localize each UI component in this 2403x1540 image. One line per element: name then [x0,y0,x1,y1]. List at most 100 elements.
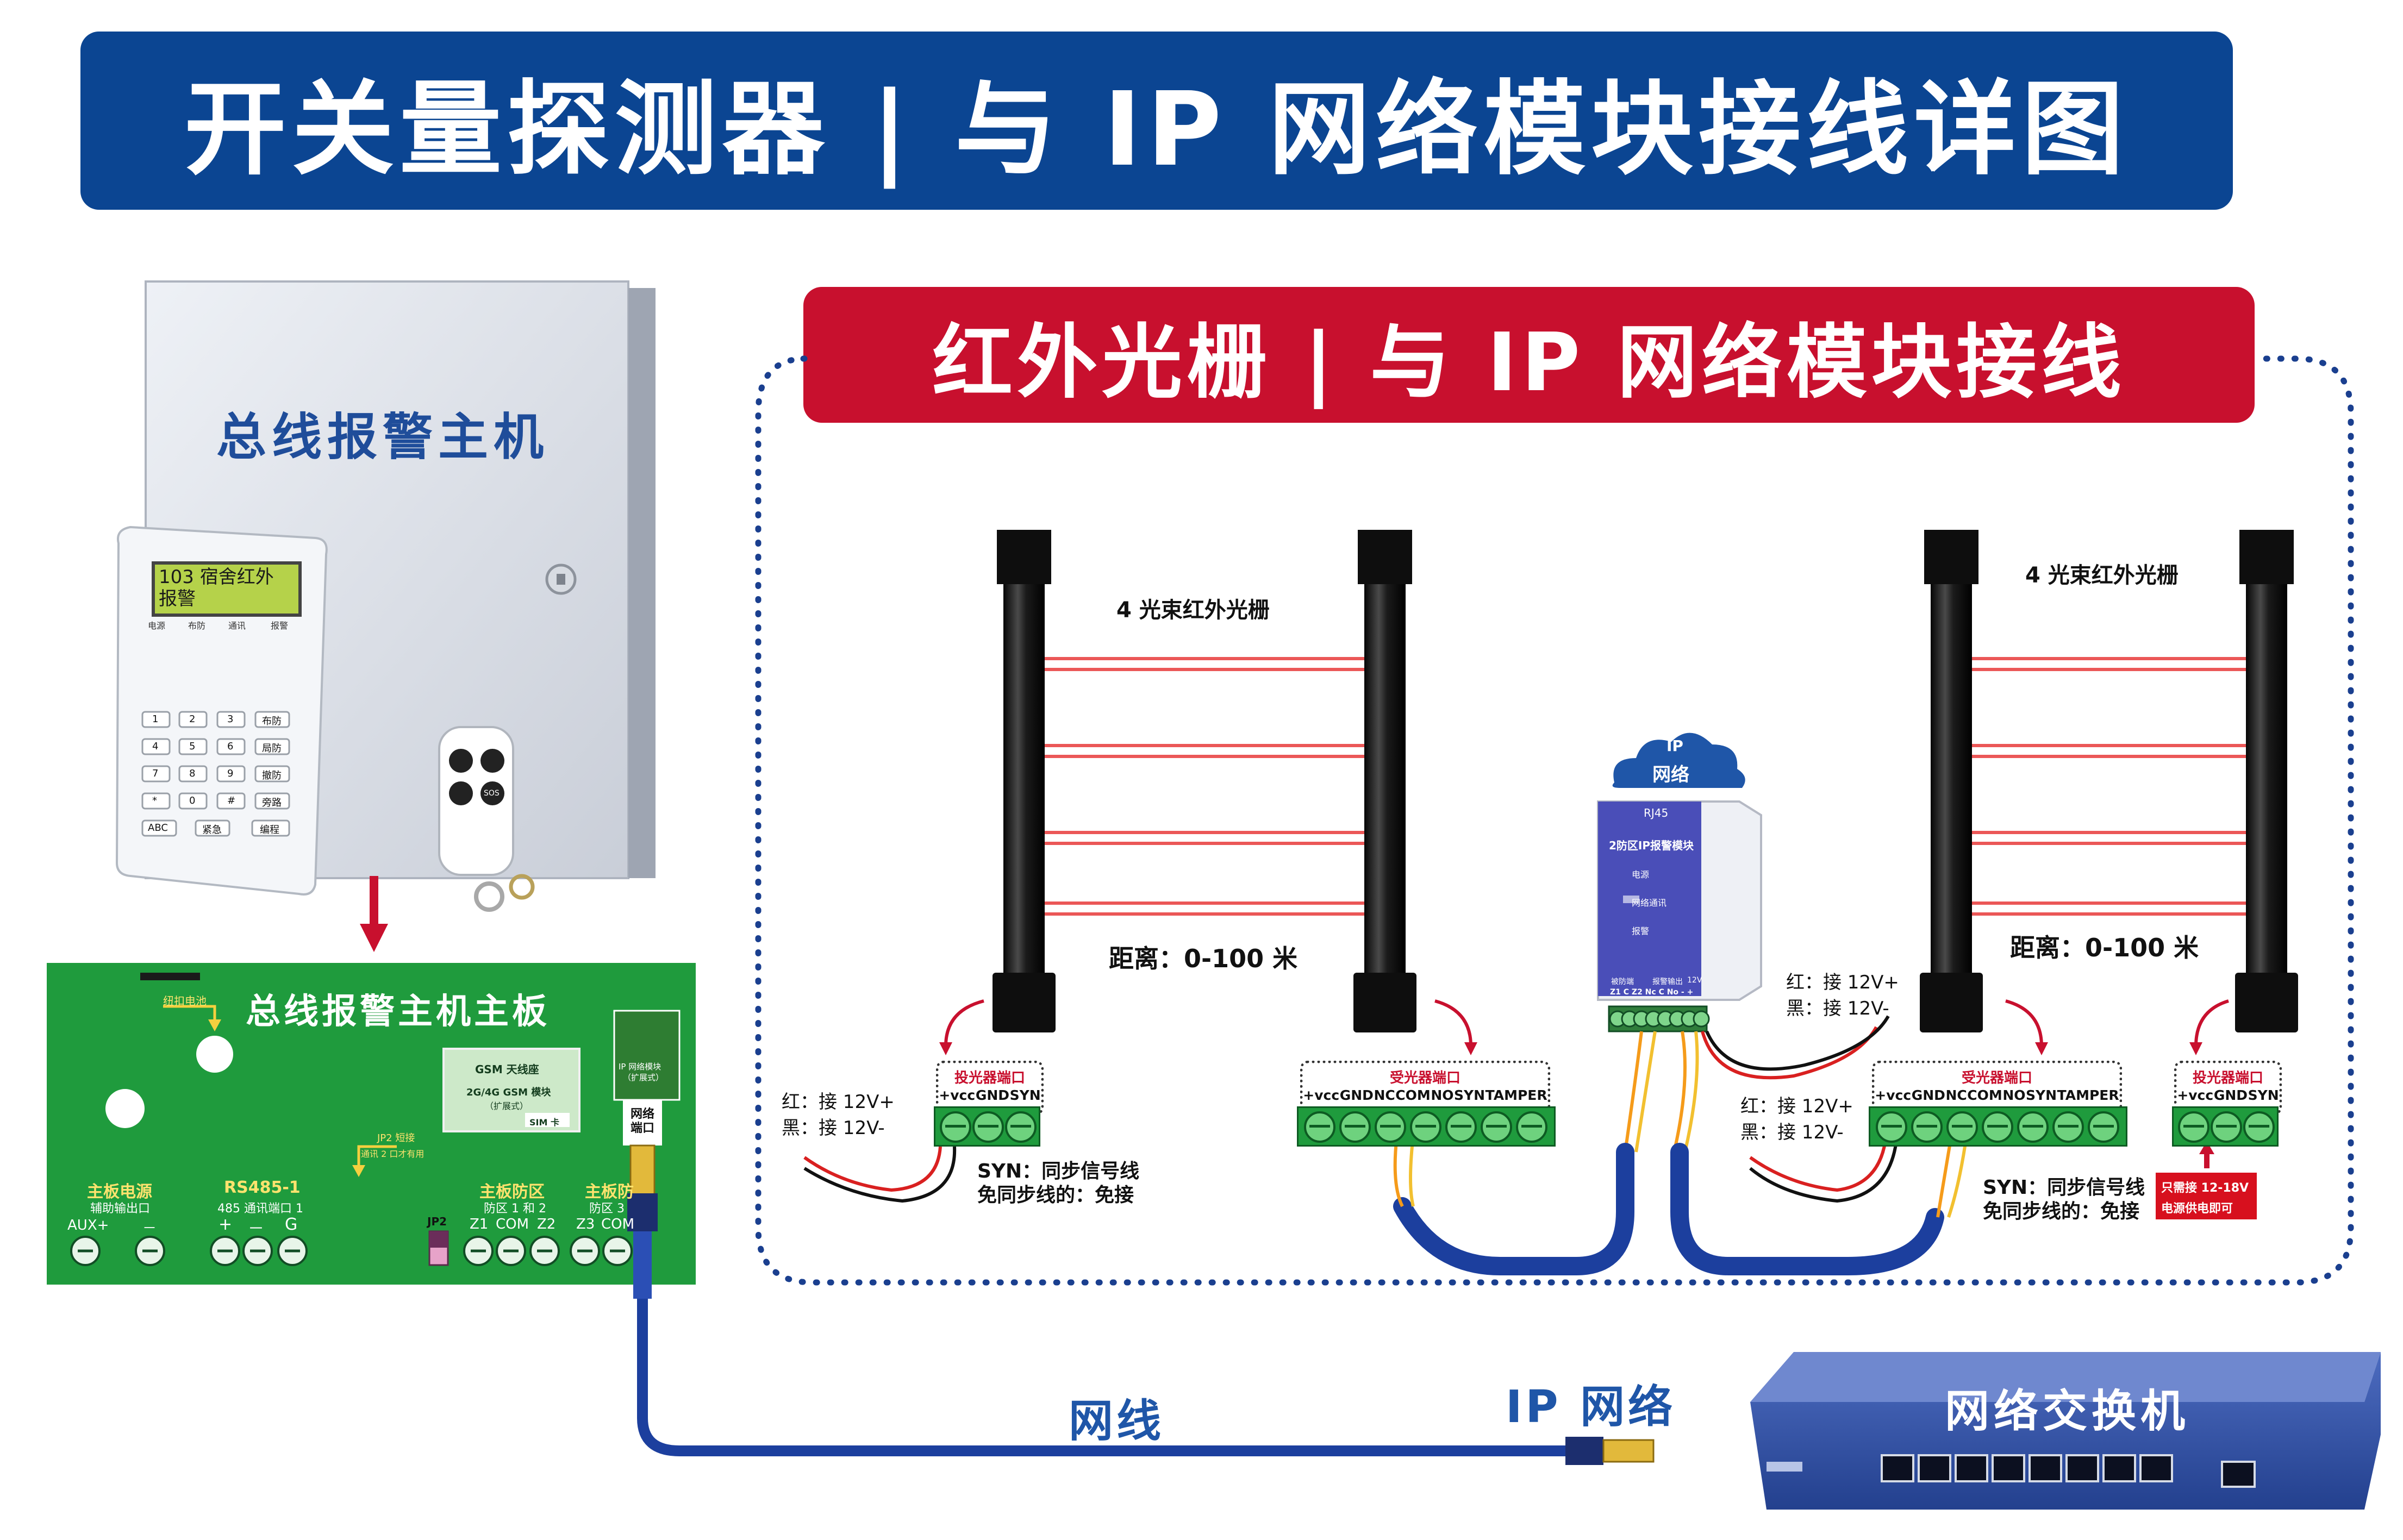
keypad-indicator-alarm: 报警 [271,621,289,631]
switch-label: 网络交换机 [1945,1386,2190,1437]
keypad-keys [141,711,290,837]
zone-sub: 防区 1 和 2 [484,1202,546,1216]
right-rx-terminal-title: 受光器端口 [1961,1070,2032,1086]
terminal-screw[interactable] [2178,1111,2209,1143]
left-tx-terminal: 投光器端口 +vcc GND SYN [936,1061,1044,1115]
remote-sos-key[interactable]: SOS [484,789,500,798]
zone-z1-label: Z1 [470,1216,489,1232]
terminal-label-syn: SYN [1454,1087,1486,1103]
note-black-right: 黑：接 12V- [1740,1122,1844,1143]
zone-com-label: COM [496,1216,529,1232]
ip-module-title: 2防区IP报警模块 [1609,839,1694,852]
rs485-sub: 485 通讯端口 1 [217,1202,303,1216]
key-5[interactable]: 5 [189,741,196,752]
zone2-z3-label: Z3 [576,1216,595,1232]
terminal-screw[interactable] [1876,1111,1907,1143]
jp2-note: JP2 短接 [377,1132,415,1144]
right-rx-terminal-labels: +vcc GND NC COM NO SYN TAMPER [1875,1087,2119,1103]
terminal-screw[interactable] [972,1111,1004,1143]
terminal-label-com: COM [1395,1087,1431,1103]
terminal-screw[interactable] [2052,1111,2084,1143]
right-tx-terminal-title: 投光器端口 [2192,1070,2263,1086]
mainboard [47,963,696,1285]
battery-label: 纽扣电池 [163,994,207,1007]
note-syn-right-1: SYN：同步信号线 [1983,1176,2145,1199]
key-hash[interactable]: # [227,795,236,806]
key-8[interactable]: 8 [189,768,196,779]
terminal-screw[interactable] [2243,1111,2275,1143]
key-9[interactable]: 9 [227,768,234,779]
terminal-screw[interactable] [1911,1111,1943,1143]
key-program[interactable]: 编程 [260,824,279,836]
key-stay[interactable]: 局防 [262,743,282,754]
rj45-plug-bottom [1602,1439,1655,1463]
terminal-label-tamper: TAMPER [2057,1087,2119,1103]
sim-label: SIM 卡 [529,1117,559,1128]
note-black-mid: 黑：接 12V- [1786,998,1889,1019]
power-warning-line1: 只需接 12-18V [2161,1181,2249,1195]
cloud-icon [1612,733,1745,788]
grating-right-tx [1920,530,1983,1032]
key-arm[interactable]: 布防 [262,716,282,727]
key-bypass[interactable]: 旁路 [262,797,282,809]
key-abc[interactable]: ABC [148,822,168,834]
key-7[interactable]: 7 [152,768,159,779]
terminal-screw[interactable] [2088,1111,2119,1143]
key-1[interactable]: 1 [152,713,159,725]
keypad-indicator-arm: 布防 [188,621,206,631]
left-rx-terminal-labels: +vcc GND NC COM NO SYN TAMPER [1303,1087,1547,1103]
aux-plus-label: AUX+ [67,1217,109,1234]
terminal-screw[interactable] [1304,1111,1335,1143]
arrow-down-icon [360,924,388,952]
terminal-screw[interactable] [1410,1111,1441,1143]
note-red-right: 红：接 12V+ [1740,1095,1853,1117]
terminal-screw[interactable] [1445,1111,1477,1143]
cable-label: 网线 [1069,1395,1165,1447]
key-6[interactable]: 6 [227,741,234,752]
zone2-com-label: COM [601,1216,635,1232]
gsm-title: GSM 天线座 [475,1063,539,1076]
ip-module-led-alarm: 报警 [1632,926,1650,936]
right-rx-terminal: 受光器端口 +vcc GND NC COM NO SYN TAMPER [1872,1061,2122,1115]
key-3[interactable]: 3 [227,713,234,725]
key-0[interactable]: 0 [189,795,196,806]
note-red-left: 红：接 12V+ [782,1091,895,1113]
terminal-screw[interactable] [1005,1111,1037,1143]
key-star[interactable]: * [152,795,157,806]
rs485-minus-label: － [248,1219,264,1238]
dotted-frame [755,355,2354,1286]
terminal-screw[interactable] [1516,1111,1547,1143]
key-disarm[interactable]: 撤防 [262,770,282,781]
terminal-label-gnd: GND [1339,1087,1374,1103]
key-4[interactable]: 4 [152,741,159,752]
board-ip-module [613,1010,681,1101]
terminal-screw[interactable] [1481,1111,1512,1143]
terminal-screw[interactable] [2211,1111,2242,1143]
right-rx-screw-strip [1869,1106,2127,1147]
rj45-plug-top [629,1144,656,1195]
key-emergency[interactable]: 紧急 [202,824,222,836]
terminal-label-vcc: +vcc [1303,1087,1340,1103]
terminal-screw[interactable] [1339,1111,1371,1143]
terminal-label-no: NO [1431,1087,1454,1103]
ip-module-led-power: 电源 [1632,869,1650,880]
right-beam-label: 4 光束红外光栅 [2025,563,2179,588]
left-rx-terminal-title: 受光器端口 [1389,1070,1460,1086]
terminal-screw[interactable] [940,1111,971,1143]
terminal-screw[interactable] [1375,1111,1406,1143]
power-sub: 辅助输出口 [90,1202,151,1216]
board-ip-title: IP 网络模块 [619,1062,661,1072]
terminal-screw[interactable] [2017,1111,2049,1143]
subtitle-banner: 红外光栅 | 与 IP 网络模块接线 [803,287,2255,423]
remote-fob [438,726,514,876]
right-tx-terminal-labels: +vcc GND SYN [2177,1087,2279,1103]
terminal-screw[interactable] [1982,1111,2013,1143]
key-2[interactable]: 2 [189,713,196,725]
alarm-host-label: 总线报警主机 [216,408,550,466]
note-syn-left-2: 免同步线的：免接 [977,1184,1134,1206]
left-tx-terminal-title: 投光器端口 [954,1070,1025,1086]
note-syn-right-2: 免同步线的：免接 [1983,1200,2140,1223]
keypad-indicator-comm: 通讯 [228,621,246,631]
title-banner: 开关量探测器 | 与 IP 网络模块接线详图 [80,32,2233,210]
terminal-screw[interactable] [1946,1111,1978,1143]
